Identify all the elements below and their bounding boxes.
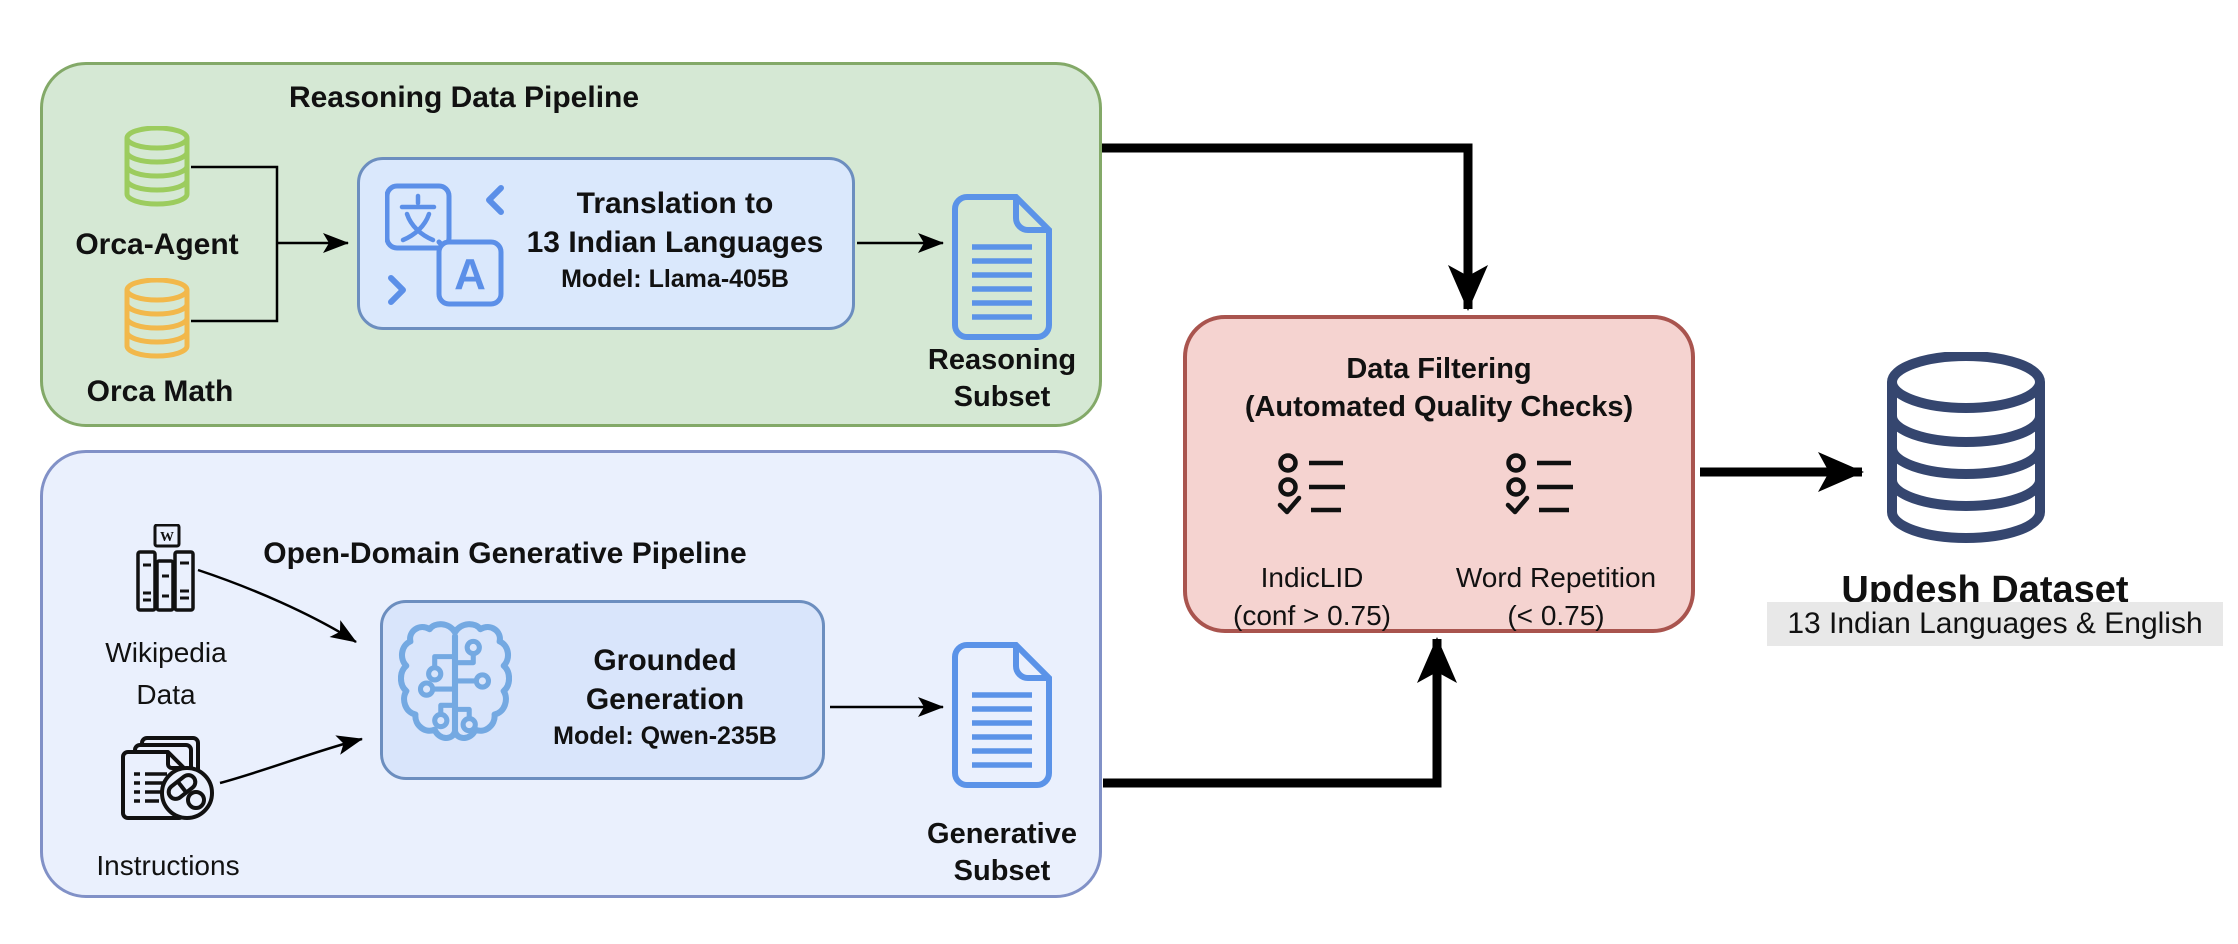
translation-title-line1: Translation to <box>576 187 774 220</box>
data-filtering-box <box>1183 315 1695 633</box>
generative-subset-label: Generative Subset <box>927 818 1077 887</box>
grounded-generation-model-label: Model: Qwen-235B <box>553 722 777 750</box>
orca-math-database-icon <box>124 278 190 359</box>
grounded-generation-title-line1: Grounded <box>593 644 737 677</box>
updesh-dataset-subtitle: 13 Indian Languages & English <box>1767 602 2223 646</box>
indiclid-check-label: IndicLID (conf > 0.75) <box>1233 562 1391 631</box>
translation-text-block: Translation to 13 Indian Languages Model… <box>505 184 845 296</box>
brain-icon <box>398 616 512 750</box>
checklist-icon <box>1277 453 1345 515</box>
wikipedia-data-label: Wikipedia Data <box>105 637 227 710</box>
reasoning-subset-document-icon <box>952 194 1052 340</box>
translation-model-label: Model: Llama-405B <box>561 265 789 293</box>
orca-math-label: Orca Math <box>86 375 234 408</box>
updesh-database-icon <box>1887 352 2045 543</box>
checklist-icon <box>1505 453 1573 515</box>
grounded-generation-text-block: Grounded Generation Model: Qwen-235B <box>520 641 810 753</box>
translation-title-line2: 13 Indian Languages <box>526 226 824 259</box>
generative-subset-document-icon <box>952 642 1052 788</box>
orca-agent-label: Orca-Agent <box>75 228 239 261</box>
svg-text:W: W <box>160 530 174 545</box>
data-filtering-title: Data Filtering (Automated Quality Checks… <box>1244 353 1634 423</box>
generative-pipeline-title: Open-Domain Generative Pipeline <box>263 537 747 570</box>
arrow-generative-pipeline-to-filter <box>1103 637 1457 788</box>
svg-text:A: A <box>454 250 486 299</box>
orca-agent-database-icon <box>124 126 190 207</box>
instructions-label: Instructions <box>96 850 240 881</box>
instructions-documents-icon <box>121 736 214 820</box>
reasoning-pipeline-title: Reasoning Data Pipeline <box>288 81 640 114</box>
translation-icon: A <box>385 183 504 307</box>
grounded-generation-title-line2: Generation <box>585 683 745 716</box>
word-repetition-check-label: Word Repetition (< 0.75) <box>1455 562 1657 631</box>
arrow-reasoning-pipeline-to-filter <box>1102 143 1488 311</box>
wikipedia-books-icon: W <box>136 524 195 612</box>
reasoning-subset-label: Reasoning Subset <box>927 344 1077 413</box>
